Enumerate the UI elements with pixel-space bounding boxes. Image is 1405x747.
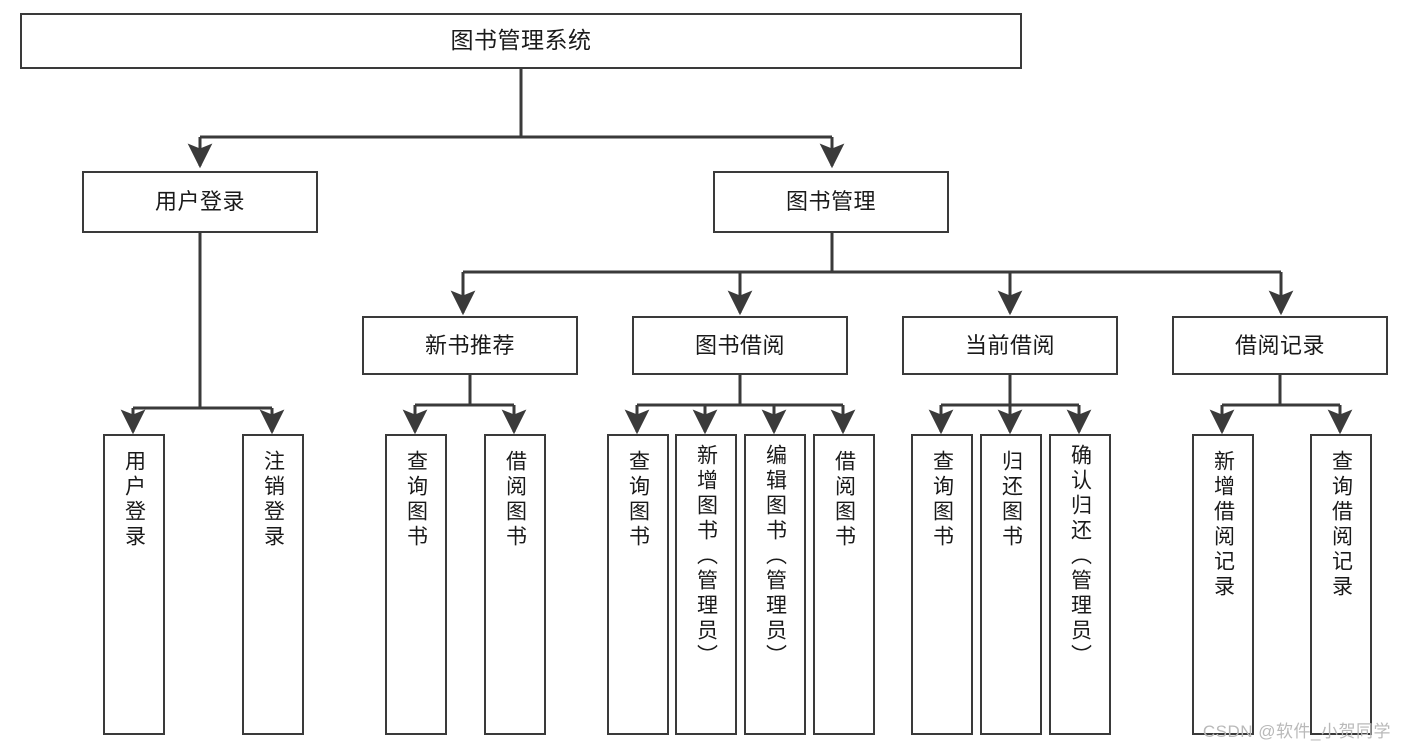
node-leaf-query-record[interactable]: 查询借阅记录 [1310, 434, 1372, 735]
node-label: 新增图书（管理员） [694, 444, 718, 669]
node-label: 查询借阅记录 [1329, 450, 1353, 600]
node-label: 归还图书 [999, 450, 1023, 550]
node-leaf-query-book-1[interactable]: 查询图书 [385, 434, 447, 735]
csdn-watermark: CSDN @软件_小贺同学 [1202, 722, 1391, 741]
node-leaf-query-book-3[interactable]: 查询图书 [911, 434, 973, 735]
node-leaf-user-login[interactable]: 用户登录 [103, 434, 165, 735]
node-current-borrow[interactable]: 当前借阅 [902, 316, 1118, 375]
node-leaf-query-book-2[interactable]: 查询图书 [607, 434, 669, 735]
node-leaf-edit-book[interactable]: 编辑图书（管理员） [744, 434, 806, 735]
node-label: 查询图书 [626, 450, 650, 550]
node-label: 确认归还（管理员） [1068, 444, 1092, 669]
node-label: 新书推荐 [424, 332, 515, 358]
node-label: 借阅图书 [503, 450, 527, 550]
node-label: 借阅记录 [1234, 332, 1325, 358]
node-label: 注销登录 [261, 450, 285, 550]
node-leaf-add-record[interactable]: 新增借阅记录 [1192, 434, 1254, 735]
node-label: 用户登录 [122, 450, 146, 550]
node-leaf-return-book[interactable]: 归还图书 [980, 434, 1042, 735]
node-label: 借阅图书 [832, 450, 856, 550]
node-label: 编辑图书（管理员） [763, 444, 787, 669]
node-book-management[interactable]: 图书管理 [713, 171, 949, 233]
node-label: 图书管理 [785, 189, 876, 215]
node-user-login[interactable]: 用户登录 [82, 171, 318, 233]
node-leaf-borrow-book-2[interactable]: 借阅图书 [813, 434, 875, 735]
node-root-system[interactable]: 图书管理系统 [20, 13, 1022, 69]
node-book-borrow[interactable]: 图书借阅 [632, 316, 848, 375]
node-label: 新增借阅记录 [1211, 450, 1235, 600]
node-label: 查询图书 [404, 450, 428, 550]
node-label: 查询图书 [930, 450, 954, 550]
node-label: 用户登录 [154, 189, 245, 215]
node-label: 图书管理系统 [450, 27, 592, 54]
node-leaf-add-book[interactable]: 新增图书（管理员） [675, 434, 737, 735]
node-label: 当前借阅 [964, 332, 1055, 358]
node-leaf-borrow-book-1[interactable]: 借阅图书 [484, 434, 546, 735]
node-label: 图书借阅 [694, 332, 785, 358]
node-leaf-confirm-return[interactable]: 确认归还（管理员） [1049, 434, 1111, 735]
node-borrow-record[interactable]: 借阅记录 [1172, 316, 1388, 375]
node-leaf-logout-login[interactable]: 注销登录 [242, 434, 304, 735]
node-new-book-recommend[interactable]: 新书推荐 [362, 316, 578, 375]
